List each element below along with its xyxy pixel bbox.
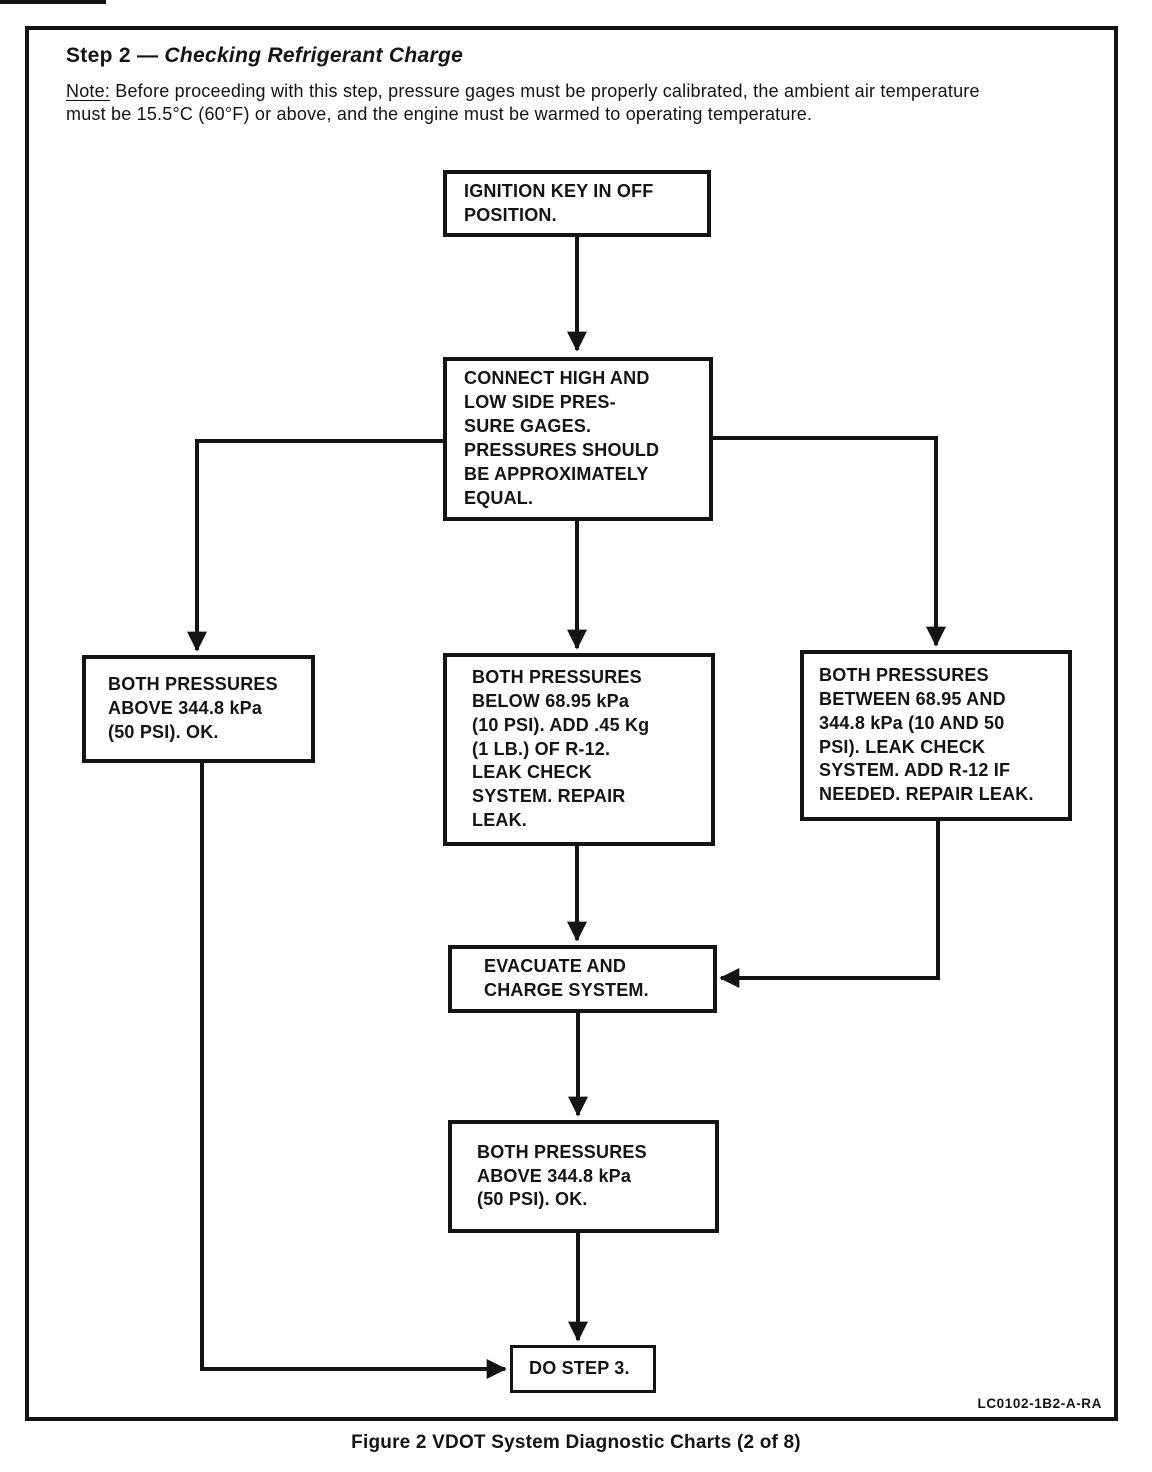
scan-edge-artifact bbox=[0, 0, 106, 4]
step-label: Step 2 bbox=[66, 44, 131, 67]
flow-box-do-step-3: DO STEP 3. bbox=[510, 1345, 656, 1393]
flow-box-connect-gages: CONNECT HIGH AND LOW SIDE PRES- SURE GAG… bbox=[443, 357, 713, 521]
flow-box-pressures-below: BOTH PRESSURES BELOW 68.95 kPa (10 PSI).… bbox=[443, 653, 715, 846]
note-paragraph: Note: Before proceeding with this step, … bbox=[66, 80, 1101, 127]
flow-box-pressures-above-bottom: BOTH PRESSURES ABOVE 344.8 kPa (50 PSI).… bbox=[448, 1120, 719, 1233]
document-code: LC0102-1B2-A-RA bbox=[977, 1396, 1102, 1411]
figure-caption: Figure 2 VDOT System Diagnostic Charts (… bbox=[351, 1432, 801, 1453]
note-line-2: must be 15.5°C (60°F) or above, and the … bbox=[66, 104, 813, 125]
note-label: Note: bbox=[66, 81, 111, 101]
flow-box-ignition-key: IGNITION KEY IN OFF POSITION. bbox=[443, 170, 711, 237]
page-frame bbox=[25, 26, 1118, 1421]
page-title: Step 2 — Checking Refrigerant Charge bbox=[66, 44, 463, 68]
flow-box-pressures-above-left: BOTH PRESSURES ABOVE 344.8 kPa (50 PSI).… bbox=[82, 655, 315, 763]
note-line-1: Before proceeding with this step, pressu… bbox=[115, 81, 980, 101]
flow-box-pressures-between: BOTH PRESSURES BETWEEN 68.95 AND 344.8 k… bbox=[800, 650, 1072, 821]
title-text: Checking Refrigerant Charge bbox=[164, 44, 464, 67]
title-dash: — bbox=[130, 44, 165, 67]
flow-box-evacuate-charge: EVACUATE AND CHARGE SYSTEM. bbox=[448, 945, 717, 1013]
